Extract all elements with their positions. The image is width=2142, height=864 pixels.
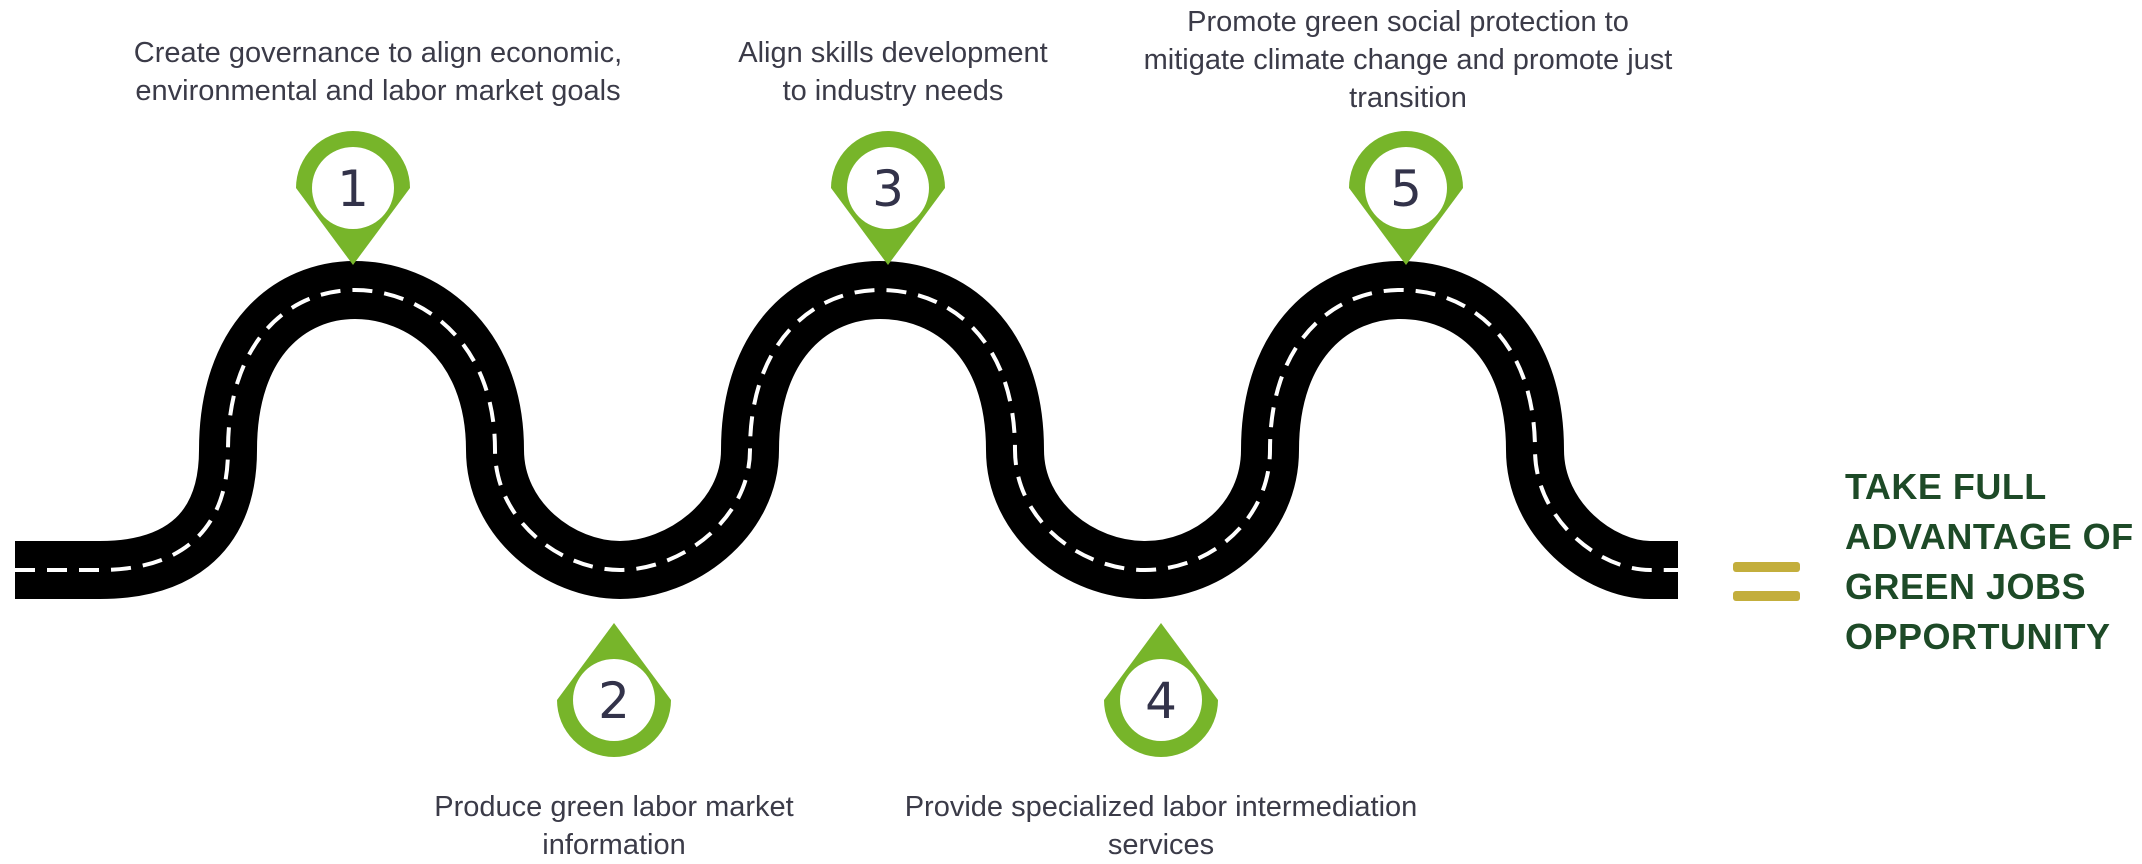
step-1-text: Create governance to align economic, env… (133, 37, 623, 107)
winding-road (15, 260, 1678, 600)
pin-inner-circle (1120, 659, 1202, 741)
equals-bar-bottom (1733, 591, 1800, 601)
pin-inner-circle (312, 147, 394, 229)
result-text: TAKE FULL ADVANTAGE OF GREEN JOBS OPPORT… (1845, 462, 2135, 662)
pin-number-1: 1 (337, 160, 369, 218)
pin-number-2: 2 (598, 672, 630, 730)
result-line-2: ADVANTAGE OF (1845, 516, 2134, 557)
pin-number-4: 4 (1145, 672, 1177, 730)
pin-inner-circle (847, 147, 929, 229)
marker-pin-3: 3 (831, 131, 945, 265)
step-4-text: Provide specialized labor intermediation… (904, 791, 1418, 861)
pin-inner-circle (573, 659, 655, 741)
pin-inner-circle (1365, 147, 1447, 229)
pin-number-5: 5 (1390, 160, 1422, 218)
step-2-text: Produce green labor market information (434, 791, 794, 861)
marker-pin-5: 5 (1349, 131, 1463, 265)
result-line-1: TAKE FULL (1845, 466, 2047, 507)
road-center-dashes (15, 287, 1678, 573)
marker-pin-2: 2 (557, 623, 671, 757)
marker-pin-4: 4 (1104, 623, 1218, 757)
result-line-4: OPPORTUNITY (1845, 616, 2111, 657)
marker-pin-1: 1 (296, 131, 410, 265)
step-5-text: Promote green social protection to mitig… (1143, 6, 1673, 114)
step-3-text: Align skills development to industry nee… (738, 37, 1048, 107)
result-line-3: GREEN JOBS (1845, 566, 2087, 607)
equals-bar-top (1733, 562, 1800, 572)
pin-number-3: 3 (872, 160, 904, 218)
